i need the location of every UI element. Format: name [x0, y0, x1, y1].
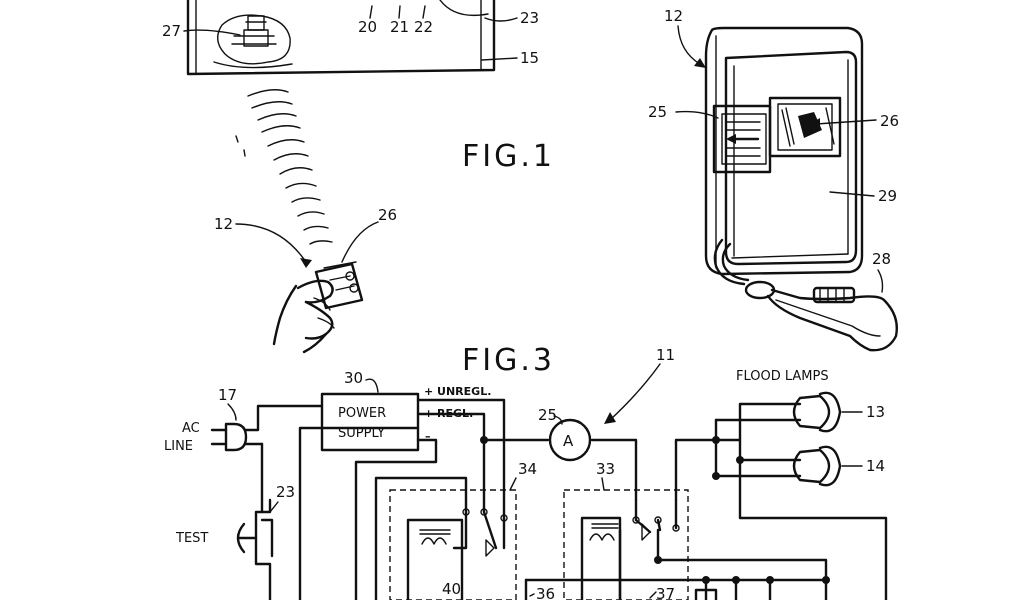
fig1-handheld-transmitter — [272, 261, 364, 354]
power-supply-line-1: POWER — [338, 406, 386, 421]
fig1-title: FIG.1 — [462, 139, 555, 174]
fig1-label-21: 21 — [390, 18, 409, 36]
fig3-title: FIG.3 — [462, 343, 555, 378]
relay-33 — [563, 489, 689, 600]
fig2-label-26: 26 — [880, 112, 899, 130]
fig3-label-25: 25 — [538, 406, 557, 424]
fig2-label-12: 12 — [664, 7, 683, 25]
ac-line-plug: AC LINE — [164, 404, 324, 454]
fig1-sensor-cutaway — [213, 14, 293, 69]
power-supply-block: POWER SUPPLY — [320, 392, 420, 452]
fig3-label-36: 36 — [536, 585, 555, 600]
flood-lamp-14 — [792, 445, 842, 487]
minus-label: – — [425, 430, 431, 443]
ac-line-label-2: LINE — [164, 439, 193, 454]
fig3-label-30: 30 — [344, 369, 363, 387]
fig3-wiring — [298, 398, 888, 600]
relay-34 — [389, 489, 517, 600]
fig1-label-27: 27 — [162, 22, 181, 40]
test-switch: TEST — [175, 442, 274, 600]
fig1-wall-unit: 27 20 21 22 23 15 — [162, 0, 539, 76]
fig1-label-23: 23 — [520, 9, 539, 27]
fig1-signal-beam — [235, 89, 333, 245]
fig3-label-40: 40 — [442, 580, 461, 598]
flood-lamp-13 — [792, 391, 842, 433]
fig3-label-17: 17 — [218, 386, 237, 404]
fig2-key-ring — [713, 238, 898, 352]
fig3-label-34: 34 — [518, 460, 537, 478]
fig3-label-33: 33 — [596, 460, 615, 478]
ac-line-label-1: AC — [182, 421, 200, 436]
fig3-label-13: 13 — [866, 403, 885, 421]
ammeter-symbol: A — [563, 432, 574, 450]
bottom-components: 36 37 — [524, 578, 718, 600]
fig2-push-button — [712, 104, 772, 174]
fig1-label-26: 26 — [378, 206, 397, 224]
fig3-label-14: 14 — [866, 457, 885, 475]
ammeter: A — [548, 418, 592, 462]
fig3-label-23: 23 — [276, 483, 295, 501]
unregulated-label: + UNREGL. — [424, 385, 491, 398]
fig3-label-11: 11 — [656, 346, 675, 364]
fig1-label-20: 20 — [358, 18, 377, 36]
power-supply-line-2: SUPPLY — [338, 426, 385, 441]
fig2-window — [768, 96, 842, 158]
fig2-transmitter-case — [704, 26, 864, 276]
fig1-label-12: 12 — [214, 215, 233, 233]
fig3-label-37: 37 — [656, 585, 675, 600]
fig2-label-28: 28 — [872, 250, 891, 268]
test-label: TEST — [175, 531, 208, 546]
fig2-label-29: 29 — [878, 187, 897, 205]
fig2-label-25: 25 — [648, 103, 667, 121]
fig1-label-15: 15 — [520, 49, 539, 67]
fig1-label-22: 22 — [414, 18, 433, 36]
wiring-junction-dots — [480, 436, 830, 584]
flood-lamps-label: FLOOD LAMPS — [736, 369, 829, 384]
